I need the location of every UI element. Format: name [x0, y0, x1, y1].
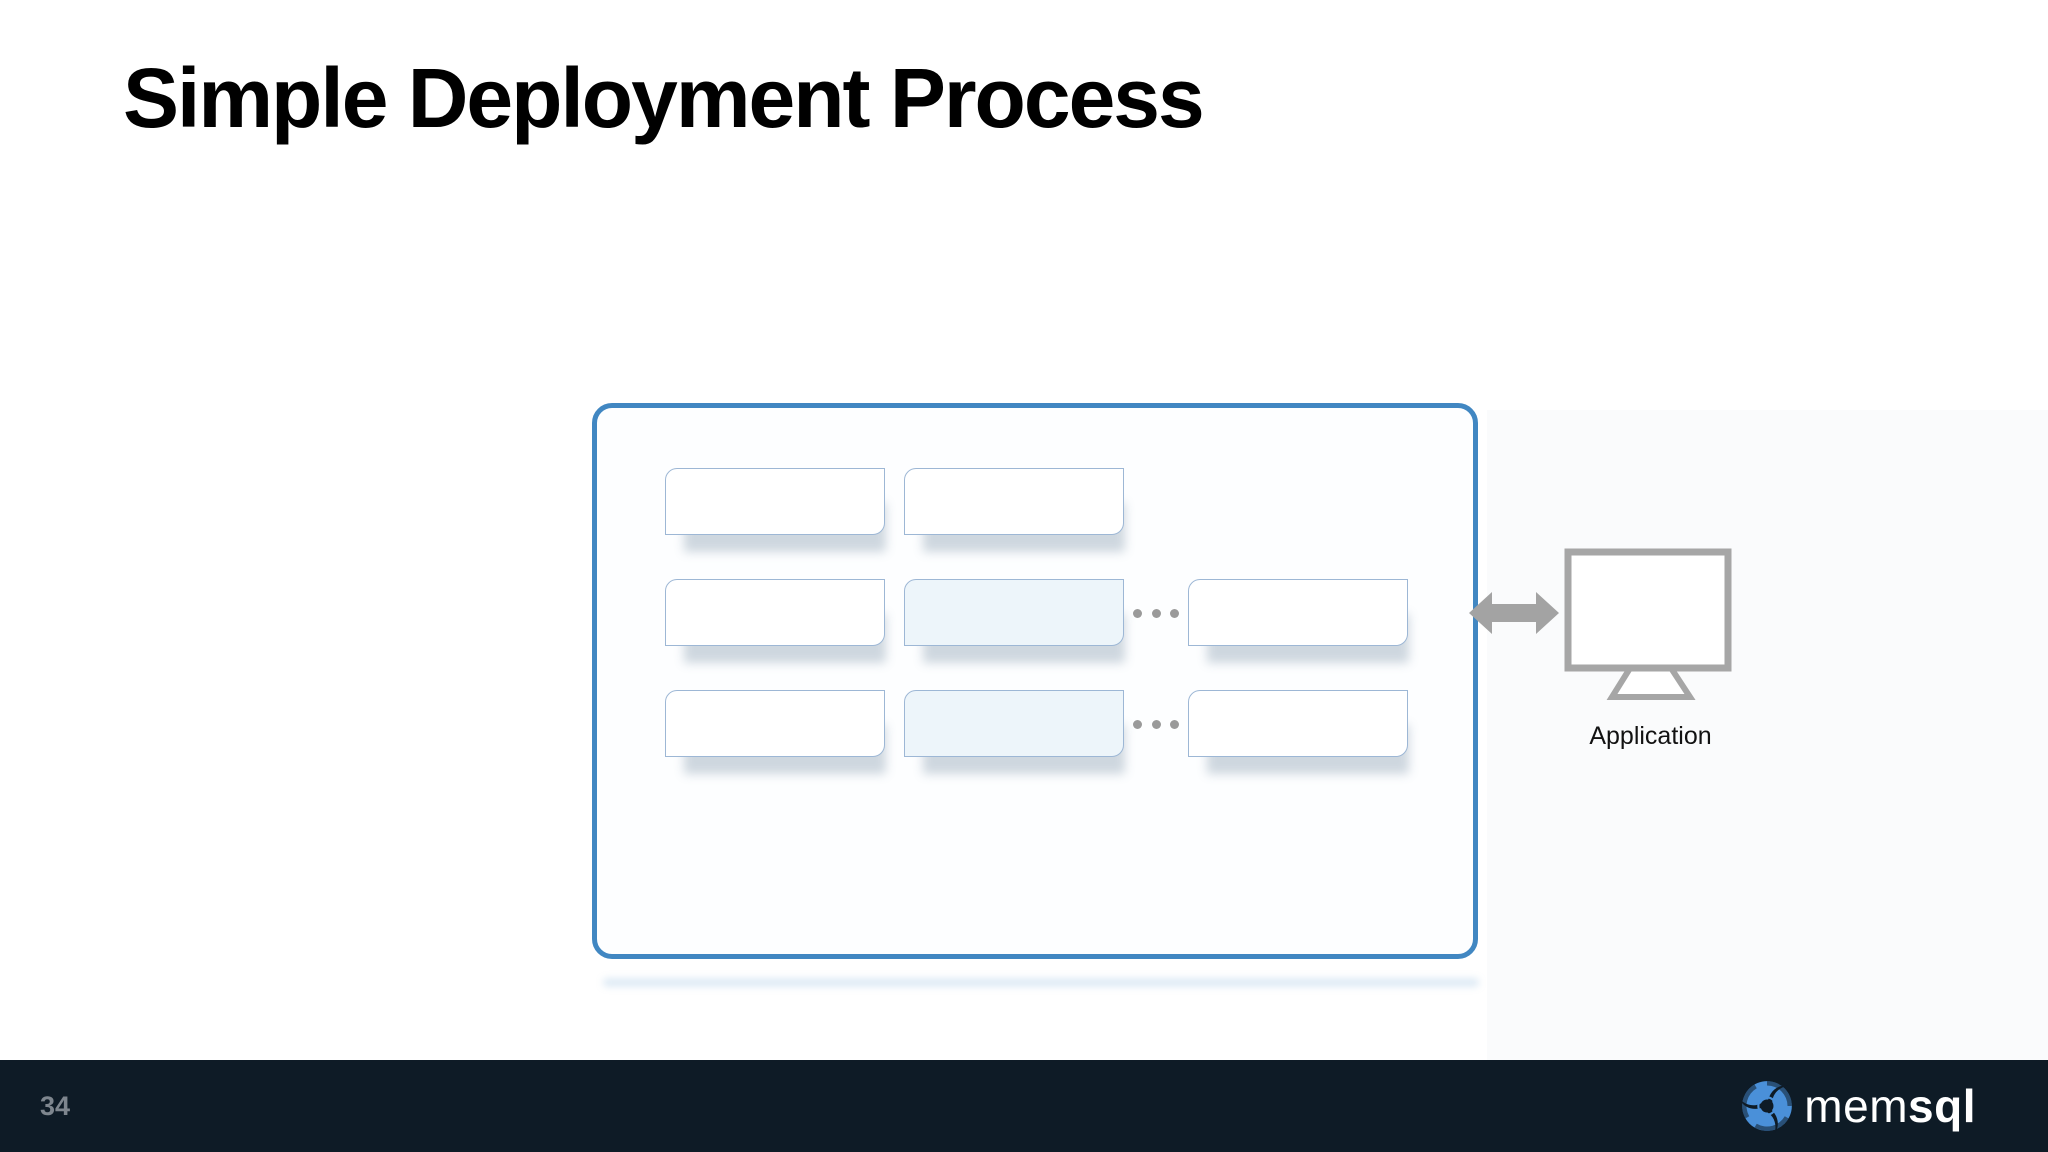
memsql-logo: memsql: [1740, 1079, 1976, 1133]
dot: [1133, 719, 1142, 729]
ellipsis-dots: [1133, 719, 1179, 729]
memsql-swirl-icon: [1740, 1081, 1793, 1133]
cluster-container: [592, 403, 1478, 959]
logo-text-regular: mem: [1804, 1080, 1909, 1132]
memsql-logo-text: memsql: [1804, 1079, 1976, 1133]
logo-text-bold: sql: [1908, 1080, 1976, 1132]
cluster-node: [665, 579, 885, 646]
bidirectional-arrow-icon: [1468, 588, 1560, 638]
page-number: 34: [40, 1090, 71, 1121]
cluster-node: [665, 690, 885, 757]
slide-title: Simple Deployment Process: [123, 51, 1205, 145]
cluster-node-highlighted: [904, 690, 1124, 757]
application-label: Application: [1589, 722, 1712, 750]
monitor-icon: [1564, 548, 1732, 700]
cluster-node-highlighted: [904, 579, 1124, 646]
dot: [1170, 608, 1179, 618]
cluster-node: [1188, 690, 1408, 757]
dot: [1170, 719, 1179, 729]
dot: [1133, 608, 1142, 618]
cluster-node: [904, 468, 1124, 535]
background-tint: [1487, 410, 2048, 1060]
dot: [1151, 719, 1161, 729]
ellipsis-dots: [1133, 608, 1179, 618]
cluster-node: [665, 468, 885, 535]
application-figure: Application: [1563, 547, 1738, 751]
dot: [1151, 608, 1161, 618]
cluster-node: [1188, 579, 1408, 646]
footer-bar: 34 memsql: [0, 1060, 2048, 1152]
